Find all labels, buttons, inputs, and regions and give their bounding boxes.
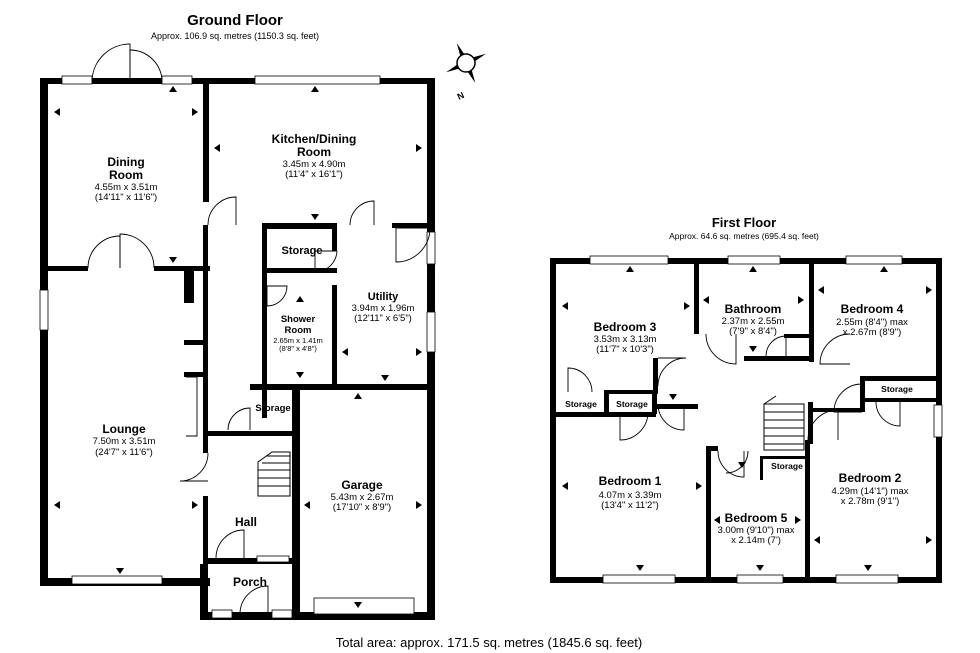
room-bedroom-4: Bedroom 4 2.55m (8'4") max x 2.67m (8'9"… [836,302,908,338]
room-name: Storage [881,384,913,394]
room-name: Storage [771,461,803,471]
room-name-line-2: Room [297,145,331,159]
total-area: Total area: approx. 171.5 sq. metres (18… [336,635,642,650]
room-name: Bedroom 2 [839,471,902,485]
room-garage: Garage 5.43m x 2.67m (17'10" x 8'9") [331,478,394,513]
room-dimensions: 3.00m (9'10") max [718,525,795,536]
room-storage-first-3: Storage [616,399,648,409]
room-dimensions-imperial: x 2.67m (8'9") [843,327,902,338]
room-dimensions: 2.37m x 2.55m [722,316,785,327]
ground-floor-dimension-arrows [54,86,422,608]
room-dimensions-imperial: (8'8" x 4'8") [279,344,317,353]
room-name: Bedroom 5 [725,511,788,525]
room-storage-ground-1: Storage [282,245,323,257]
room-dimensions-imperial: (7'9" x 8'4") [729,326,777,337]
ground-floor-area: Approx. 106.9 sq. metres (1150.3 sq. fee… [151,31,319,41]
first-floor-room-labels: Bedroom 3 3.53m x 3.13m (11'7" x 10'3") … [565,302,913,546]
room-dimensions: 3.53m x 3.13m [594,334,657,345]
room-dining-room: Dining Room 4.55m x 3.51m (14'11" x 11'6… [95,155,158,203]
ground-floor-title: Ground Floor [187,12,283,29]
room-storage-ground-2: Storage [255,403,290,414]
room-name: Kitchen/Dining [272,132,357,146]
ground-floor-windows [39,75,436,619]
first-floor-stairs [763,395,805,451]
room-name: Porch [233,575,267,589]
compass-rose-icon: N [446,43,486,102]
room-storage-first-4: Storage [771,461,803,471]
first-floor-title: First Floor [712,215,776,230]
first-floor-dimension-arrows [562,266,932,571]
room-name: Storage [616,399,648,409]
ground-floor: Ground Floor Approx. 106.9 sq. metres (1… [39,12,436,620]
room-name: Utility [368,291,399,303]
room-name-line-2: Room [109,168,143,182]
room-name: Bedroom 3 [594,320,657,334]
room-dimensions: 2.55m (8'4") max [836,317,908,328]
room-dimensions-imperial: (13'4" x 11'2") [601,500,659,511]
room-dimensions-imperial: (17'10" x 8'9") [333,502,391,513]
room-dimensions-imperial: (24'7" x 11'6") [95,447,153,458]
room-hall: Hall [235,515,257,529]
room-dimensions: 7.50m x 3.51m [93,436,156,447]
room-bedroom-2: Bedroom 2 4.29m (14'1") max x 2.78m (9'1… [832,471,909,507]
room-name: Storage [565,399,597,409]
room-kitchen-dining-room: Kitchen/Dining Room 3.45m x 4.90m (11'4"… [272,132,357,180]
room-dimensions-imperial: x 2.14m (7') [731,535,781,546]
room-name: Bedroom 4 [841,302,904,316]
room-name: Lounge [102,422,146,436]
room-name-line-2: Room [285,325,312,336]
ground-floor-room-labels: Dining Room 4.55m x 3.51m (14'11" x 11'6… [93,132,415,589]
room-utility: Utility 3.94m x 1.96m (12'11" x 6'5") [352,291,415,324]
room-dimensions-imperial: (12'11" x 6'5") [354,313,412,324]
room-name: Storage [282,245,323,257]
room-dimensions-imperial: (14'11" x 11'6") [95,192,157,203]
room-name: Hall [235,515,257,529]
room-dimensions: 3.94m x 1.96m [352,303,415,314]
room-dimensions: 5.43m x 2.67m [331,492,394,503]
room-bedroom-1: Bedroom 1 4.07m x 3.39m (13'4" x 11'2") [599,474,662,511]
room-porch: Porch [233,575,267,589]
ground-floor-doors [87,43,431,615]
room-dimensions: 4.55m x 3.51m [95,182,158,193]
room-dimensions: 4.29m (14'1") max [832,486,909,497]
room-storage-first-2: Storage [565,399,597,409]
first-floor-windows [589,255,943,584]
room-name: Garage [341,478,383,492]
ground-floor-walls [40,78,435,620]
room-storage-first-1: Storage [881,384,913,394]
first-floor: First Floor Approx. 64.6 sq. metres (695… [550,215,943,584]
first-floor-area: Approx. 64.6 sq. metres (695.4 sq. feet) [669,231,819,241]
room-dimensions-imperial: (11'7" x 10'3") [596,344,654,355]
room-dimensions: 2.65m x 1.41m [273,336,323,345]
compass-north-label: N [456,90,466,102]
room-bathroom: Bathroom 2.37m x 2.55m (7'9" x 8'4") [722,302,785,337]
room-name: Storage [255,403,290,414]
room-dimensions-imperial: x 2.78m (9'1") [841,496,900,507]
room-name: Bathroom [725,302,782,316]
room-name: Bedroom 1 [599,474,662,488]
ground-floor-stairs [257,451,291,497]
room-name: Shower [281,314,316,325]
room-dimensions: 4.07m x 3.39m [599,490,662,501]
room-lounge: Lounge 7.50m x 3.51m (24'7" x 11'6") [93,422,156,458]
room-name: Dining [107,155,144,169]
room-dimensions-imperial: (11'4" x 16'1") [285,169,343,180]
room-bedroom-5: Bedroom 5 3.00m (9'10") max x 2.14m (7') [718,511,795,546]
room-bedroom-3: Bedroom 3 3.53m x 3.13m (11'7" x 10'3") [594,320,657,355]
room-shower-room: Shower Room 2.65m x 1.41m (8'8" x 4'8") [273,314,323,353]
room-dimensions: 3.45m x 4.90m [283,159,346,170]
